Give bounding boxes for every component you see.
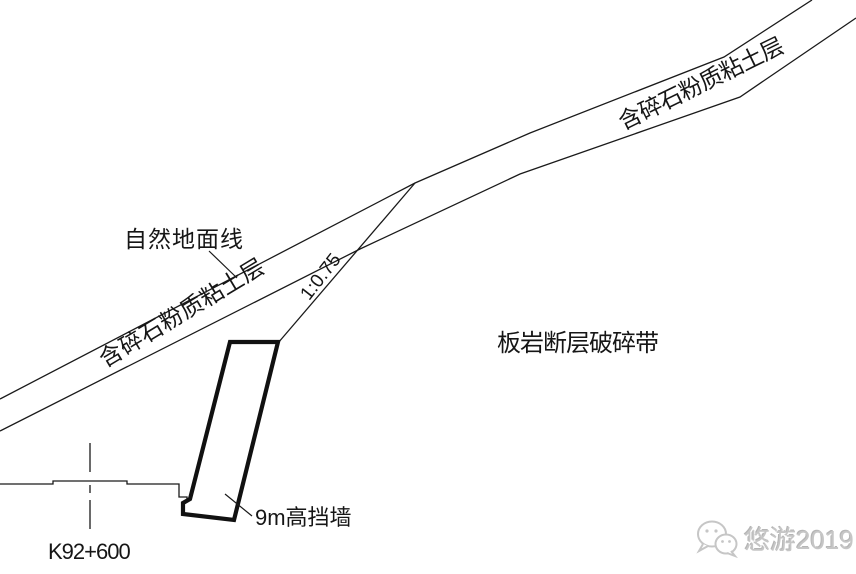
watermark-text: 悠游2019 <box>744 524 854 555</box>
wall-leader-line <box>224 493 253 517</box>
retaining-wall-label: 9m高挡墙 <box>255 505 352 530</box>
natural-ground-label: 自然地面线 <box>124 226 244 252</box>
cut-slope-line <box>277 182 416 344</box>
fault-zone-label: 板岩断层破碎带 <box>497 330 659 357</box>
retaining-wall-outline <box>180 339 281 523</box>
natural-ground-leader-line <box>208 250 238 279</box>
stratum-lower-boundary-line <box>0 17 856 432</box>
station-label: K92+600 <box>48 539 131 564</box>
wechat-chat-bubbles-icon <box>696 520 738 558</box>
stratum-upper-boundary-line <box>0 0 813 400</box>
road-surface-line <box>0 480 188 506</box>
watermark: 悠游2019 <box>694 518 854 558</box>
